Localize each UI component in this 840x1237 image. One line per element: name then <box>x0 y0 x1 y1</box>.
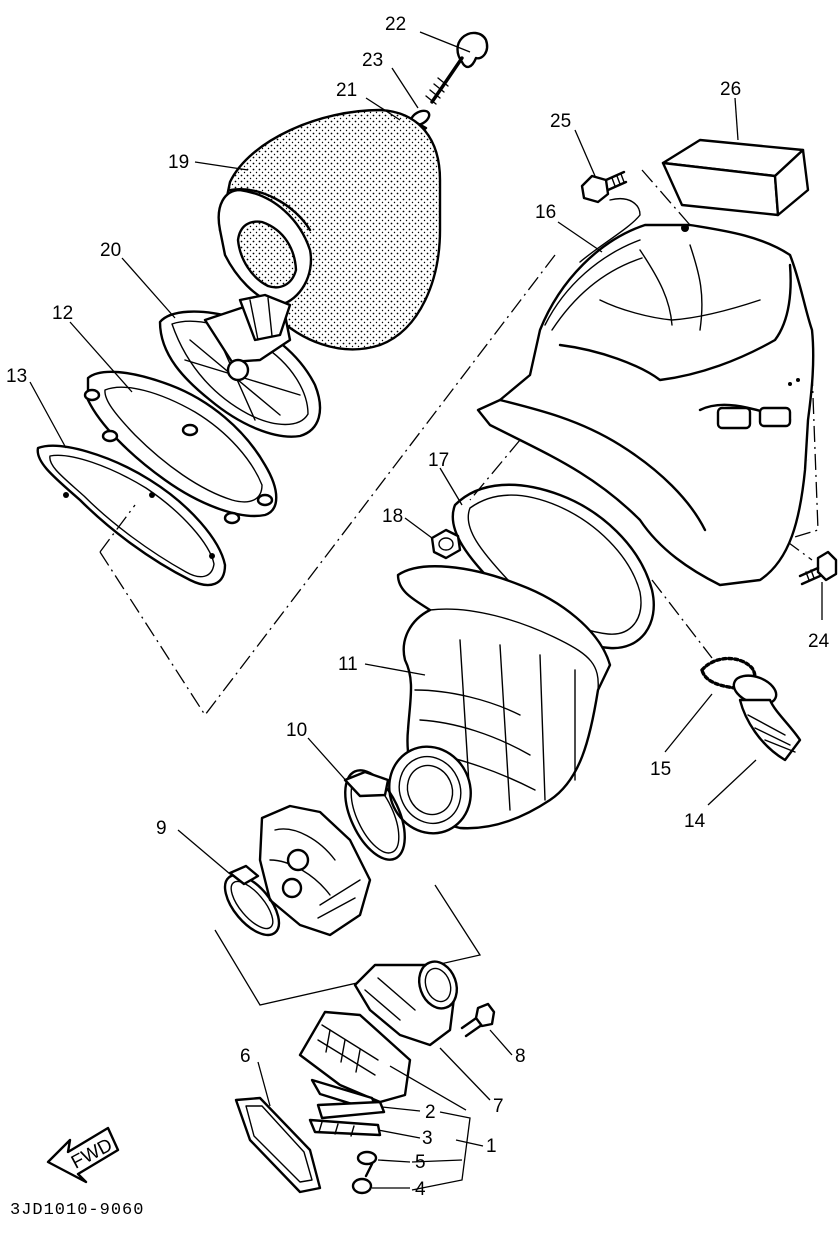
part-19-air-filter-element <box>217 108 442 351</box>
label-3: 3 <box>422 1128 433 1149</box>
carburetor-body <box>258 804 372 937</box>
part-7-intake-manifold <box>353 960 459 1047</box>
label-19: 19 <box>168 152 189 173</box>
label-21: 21 <box>336 80 357 101</box>
part-4-screw <box>351 1162 374 1195</box>
label-7: 7 <box>493 1096 504 1117</box>
part-18-nut <box>430 528 462 560</box>
label-16: 16 <box>535 202 556 223</box>
part-13-plate-gasket <box>36 444 227 587</box>
label-4: 4 <box>415 1179 426 1200</box>
label-8: 8 <box>515 1046 526 1067</box>
label-25: 25 <box>550 111 571 132</box>
label-15: 15 <box>650 759 671 780</box>
part-20-filter-guide <box>158 293 322 438</box>
label-26: 26 <box>720 79 741 100</box>
part-2-reed-petal <box>316 1100 386 1120</box>
part-6-reed-gasket <box>234 1096 322 1194</box>
part-11-intake-boot <box>388 565 612 835</box>
part-22-wing-bolt <box>425 31 489 105</box>
label-9: 9 <box>156 818 167 839</box>
label-1: 1 <box>486 1136 497 1157</box>
part-9-clamp <box>223 864 281 937</box>
label-13: 13 <box>6 366 27 387</box>
part-24-bolt <box>798 550 838 586</box>
part-26-foam-block <box>661 138 810 217</box>
part-12-filter-plate <box>83 370 278 525</box>
label-18: 18 <box>382 506 403 527</box>
label-10: 10 <box>286 720 307 741</box>
part-8-bolt <box>460 1002 496 1038</box>
label-24: 24 <box>808 631 830 652</box>
part-3-reed-stopper <box>308 1118 382 1137</box>
part-5-washer <box>356 1150 378 1166</box>
part-16-air-box <box>476 198 815 587</box>
part-12-studs <box>83 388 274 525</box>
label-12: 12 <box>52 303 73 324</box>
label-11: 11 <box>338 654 358 675</box>
label-6: 6 <box>240 1046 251 1067</box>
label-22: 22 <box>385 14 406 35</box>
part-14-drain-grommet <box>732 674 802 762</box>
label-14: 14 <box>684 811 706 832</box>
label-5: 5 <box>415 1152 426 1173</box>
label-2: 2 <box>425 1102 436 1123</box>
drawing-code: 3JD1010-9060 <box>10 1201 144 1220</box>
label-20: 20 <box>100 240 121 261</box>
part-number-labels: 22 23 21 19 20 12 13 26 25 16 17 18 11 1… <box>6 14 830 1200</box>
leader-lines <box>29 31 823 1191</box>
label-17: 17 <box>428 450 449 471</box>
label-23: 23 <box>362 50 383 71</box>
fwd-arrow-icon: FWD <box>46 1126 120 1184</box>
part-25-bolt <box>580 170 628 204</box>
part-10-hose-clamp <box>343 769 406 861</box>
